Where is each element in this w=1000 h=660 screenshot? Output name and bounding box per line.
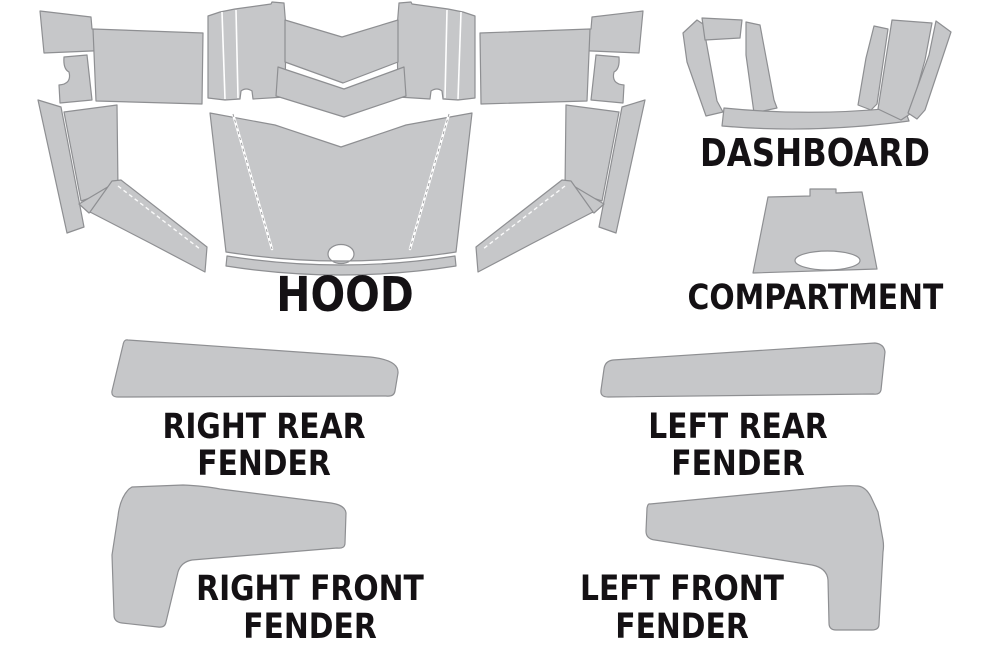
hood-left-lower-blade	[89, 179, 208, 273]
left-front-fender-label-line1: LEFT FRONT	[580, 569, 784, 609]
right-front-fender-label-line2: FENDER	[243, 607, 377, 647]
right-front-fender-label: RIGHT FRONT FENDER	[183, 570, 438, 646]
right-rear-fender-label-line2: FENDER	[197, 444, 331, 484]
compartment-label: COMPARTMENT	[687, 278, 944, 318]
hood-center-right-block	[396, 1, 476, 101]
compartment-panel-group	[752, 188, 878, 274]
right-rear-fender-panel	[111, 339, 399, 398]
hood-body-right-seam	[408, 112, 451, 251]
left-rear-fender-label: LEFT REAR FENDER	[611, 409, 866, 483]
hood-body-left-seam	[231, 112, 274, 251]
dashboard-label-text: DASHBOARD	[699, 131, 931, 175]
fender-panels-group	[111, 339, 886, 631]
hood-right-notched-panel	[590, 54, 625, 104]
right-front-fender-panel	[111, 484, 347, 628]
dashboard-panel-group	[682, 17, 952, 130]
dashboard-bottom-bar	[721, 106, 910, 130]
hood-panel-group	[37, 1, 646, 276]
hood-right-lower-blade	[475, 179, 594, 273]
hood-center-right-block-seam-2	[444, 9, 448, 99]
hood-label-text: HOOD	[276, 267, 414, 323]
left-rear-fender-label-line2: FENDER	[671, 444, 805, 484]
hood-main-body-panel	[209, 112, 473, 265]
dashboard-right-mid-panel	[877, 19, 933, 121]
right-rear-fender-label: RIGHT REAR FENDER	[137, 409, 392, 483]
hood-label: HOOD	[218, 271, 473, 319]
left-front-fender-label: LEFT FRONT FENDER	[555, 570, 810, 646]
hood-left-notched-panel	[58, 54, 93, 104]
dashboard-left-outer-strip	[682, 19, 724, 117]
hood-center-left-block-seam-2	[235, 9, 239, 99]
hood-bottom-strip	[225, 255, 457, 276]
compartment-panel	[752, 188, 878, 274]
hood-upper-chevron-band	[284, 19, 399, 84]
hood-right-top-panel	[479, 28, 591, 105]
hood-right-blade-seam	[482, 185, 566, 250]
left-rear-fender-label-line1: LEFT REAR	[648, 407, 828, 447]
hood-lower-chevron-band	[275, 66, 407, 118]
hood-center-left-block-seam-1	[221, 11, 226, 100]
dashboard-right-inner-strip	[857, 25, 889, 111]
right-rear-fender-label-line1: RIGHT REAR	[162, 407, 366, 447]
left-front-fender-label-line2: FENDER	[615, 607, 749, 647]
dashboard-left-top-panel	[701, 17, 743, 41]
hood-left-outer-strip	[37, 99, 85, 234]
dashboard-label: DASHBOARD	[688, 134, 943, 172]
hood-center-left-block	[207, 1, 287, 101]
compartment-label-text: COMPARTMENT	[687, 278, 944, 318]
hood-left-top-panel	[92, 28, 204, 105]
right-front-fender-label-line1: RIGHT FRONT	[196, 569, 424, 609]
hood-right-outer-strip	[598, 99, 646, 234]
hood-left-blade-seam	[117, 185, 201, 250]
dashboard-left-inner-strip	[745, 21, 778, 114]
dashboard-right-outer-strip	[907, 20, 952, 120]
left-rear-fender-panel	[600, 342, 886, 398]
left-front-fender-panel	[645, 485, 885, 631]
hood-center-right-block-seam-1	[457, 11, 462, 100]
